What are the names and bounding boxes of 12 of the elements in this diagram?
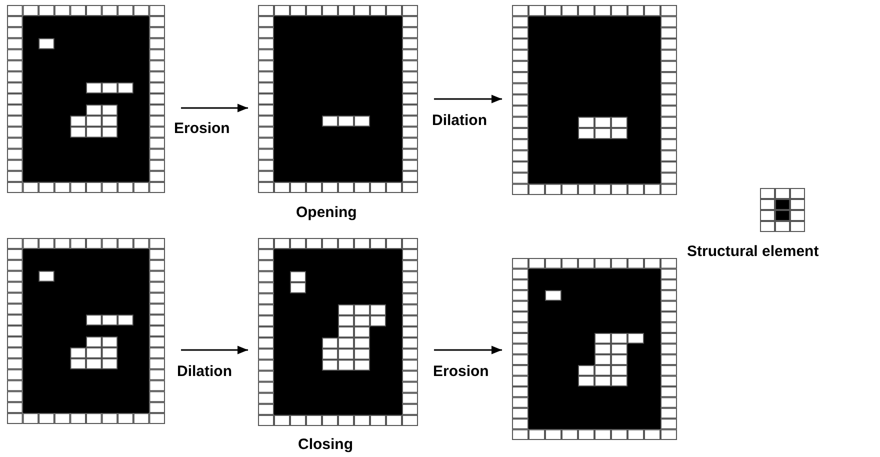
- pixel-grid-drawing: [258, 238, 418, 426]
- caption-label: Opening: [296, 205, 357, 222]
- arrow: [181, 104, 248, 112]
- pixel-grid-drawing: [512, 258, 677, 440]
- pixel-grid-drawing: [7, 238, 165, 424]
- caption-label: Closing: [298, 437, 353, 454]
- arrow: [181, 346, 248, 354]
- arrow: [434, 346, 502, 354]
- pixel-grid-drawing: [7, 5, 165, 193]
- pixel-grid-drawing: [258, 5, 418, 193]
- pixel-grid-drawing: [512, 5, 677, 195]
- arrow: [434, 94, 502, 104]
